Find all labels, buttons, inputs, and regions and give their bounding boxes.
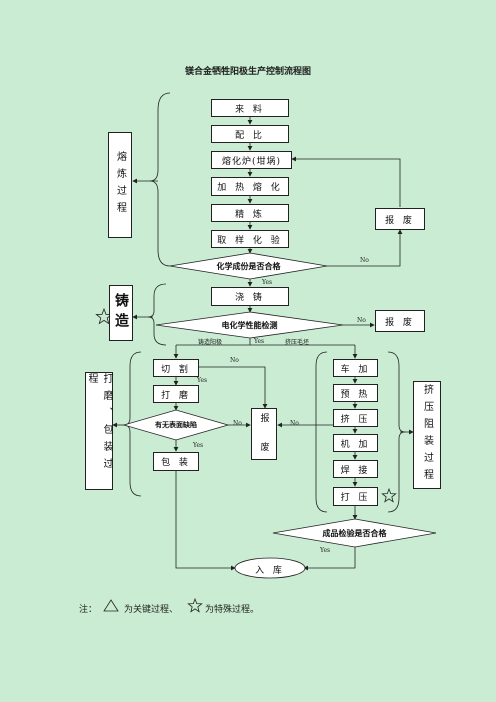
step-stock: 入 库 (255, 566, 285, 576)
page-title: 镁合金牺牲阳极生产控制流程图 (184, 67, 311, 77)
group-grinding: 打磨、包装过程 (85, 372, 113, 490)
step-weld: 焊 接 (333, 460, 378, 478)
step-lathe2: 机 加 (333, 434, 378, 452)
step-polish: 打 磨 (153, 385, 199, 403)
brace-smelting (149, 92, 171, 267)
step-heat: 加 热 熔 化 (211, 177, 289, 196)
decision-chem-text: 化学成份是否合格 (216, 261, 281, 271)
decision-electro (155, 311, 344, 339)
label-cast-anode: 铸造阳极 (198, 339, 223, 346)
label-extrude-blank: 挤压毛坯 (285, 339, 310, 346)
step-press: 打 压 (333, 487, 378, 506)
note-prefix: 注： (79, 605, 98, 615)
scrap-box-2: 报 废 (375, 310, 425, 332)
step-mix: 配 比 (211, 125, 289, 143)
decision-defect-text: 有无表面缺陷 (155, 420, 197, 429)
decision-electro-text: 电化学性能检测 (221, 320, 278, 330)
step-sample: 取 样 化 验 (211, 230, 289, 248)
step-pour: 浇 铸 (211, 287, 289, 306)
step-cut: 切 割 (153, 359, 199, 377)
group-extrusion: 挤压阻装过程 (413, 381, 441, 489)
decision-chem (169, 252, 328, 280)
scrap-box-3: 报 废 (251, 408, 277, 460)
label-yes-cut: Yes (197, 377, 208, 384)
step-preheat: 预 热 (333, 384, 378, 402)
label-no-defect: No (233, 420, 242, 427)
arrow-final-stock (303, 547, 356, 571)
arrow-scrap1-furnace (291, 156, 401, 207)
note-key: 为关键过程、 (124, 605, 179, 615)
label-no-electro: No (357, 317, 366, 324)
step-extrude: 挤 压 (333, 409, 378, 427)
scrap-box-1: 报 废 (375, 208, 425, 230)
brace-extrusion-right (387, 351, 406, 513)
step-lathe1: 车 加 (333, 359, 378, 377)
arrow-cut-no (198, 366, 268, 409)
arrow-chem-no (327, 229, 403, 267)
group-casting: 铸造 (109, 285, 133, 341)
decision-defect (122, 409, 230, 441)
arrow-pack-stock (175, 470, 236, 571)
label-no-cut: No (230, 357, 239, 364)
special-process-icon (381, 487, 397, 503)
decision-final-text: 成品检验是否合格 (322, 528, 387, 538)
step-raw: 来 料 (211, 99, 289, 117)
note-special: 为特殊过程。 (205, 605, 260, 615)
stock-oval (234, 557, 306, 579)
decision-final (272, 518, 437, 548)
key-process-icon (103, 599, 119, 612)
label-yes-electro: Yes (254, 338, 265, 345)
step-refine: 精 炼 (211, 204, 289, 222)
label-no-chem: No (360, 257, 369, 264)
label-yes-defect: Yes (193, 442, 204, 449)
group-smelting: 熔炼过程 (108, 132, 132, 238)
step-furnace: 熔化炉(坩埚) (211, 151, 292, 169)
label-yes-final: Yes (320, 547, 331, 554)
label-no-extrude: No (290, 420, 299, 427)
brace-extrusion-left (315, 351, 328, 513)
special-process-icon (187, 597, 203, 613)
step-pack: 包 装 (153, 452, 199, 471)
brace-casting (147, 283, 167, 346)
label-yes-chem: Yes (262, 279, 273, 286)
